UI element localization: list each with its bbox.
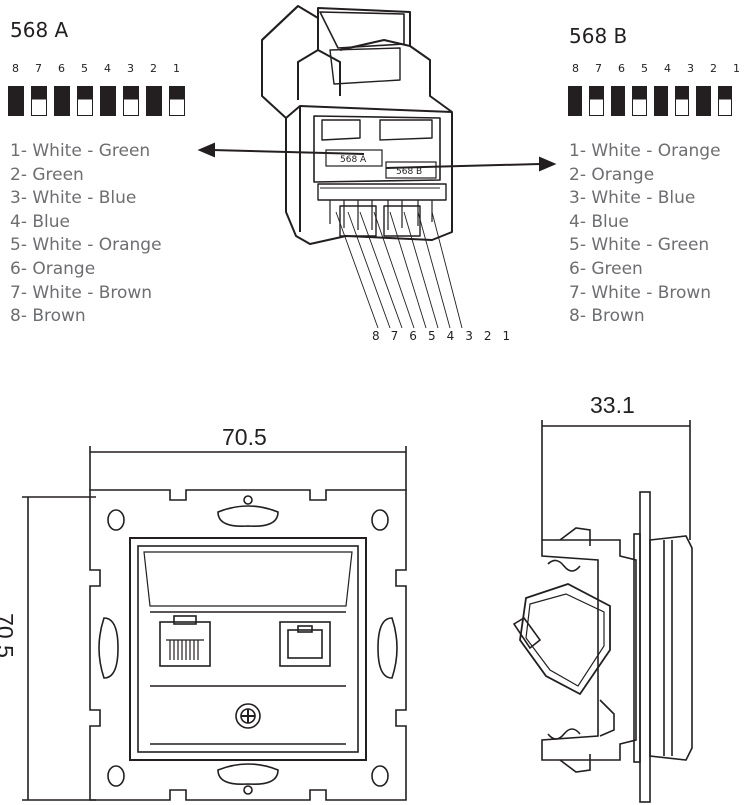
standard-b-pin-numbers: 8 7 6 5 4 3 2 1 [564,62,748,75]
wire-color-bar [31,86,47,116]
keystone-connector-drawing: 568 A 568 B 8 7 6 5 4 3 2 1 [197,5,557,343]
list-item: 5- White - Green [569,235,710,256]
pin-number: 5 [81,62,88,75]
pin-number: 2 [150,62,157,75]
list-item: 2- Orange [569,164,655,185]
list-item: 7- White - Brown [10,282,153,303]
list-item: 8- Brown [10,306,86,327]
screw-hole-icon [371,509,389,531]
dimension-front-width: 70.5 [222,424,267,450]
dimension-side-depth: 33.1 [590,392,635,418]
list-item: 6- Green [569,258,643,279]
screw-hole-icon [107,509,125,531]
list-item: 2- Green [10,164,84,185]
pin-number: 3 [127,62,134,75]
wire-color-bar [632,86,647,116]
connector-pin-numbers: 8 7 6 5 4 3 2 1 [372,329,514,343]
list-item: 4- Blue [569,211,629,232]
wire-color-bar [696,86,711,116]
list-item: 1- White - Green [10,141,151,161]
list-item: 1- White - Orange [569,141,721,161]
pin-number: 8 [572,62,579,75]
arrow-to-568a [211,149,365,155]
screw-hole-icon [371,765,389,787]
wire-color-bar [674,86,690,116]
list-item: 3- White - Blue [569,188,696,209]
socket-side-view [512,420,693,803]
screw-hole-icon [107,765,125,787]
wire-color-bar [54,86,70,116]
wire-color-bar [169,86,185,116]
wire-color-bar [589,86,604,116]
pin-number: 1 [733,62,740,75]
cover-frame [129,537,367,761]
wire-color-bar [123,86,139,116]
standard-b-wire-list: 1- White - Orange 2- Orange 3- White - B… [569,140,721,329]
pin-number: 2 [710,62,717,75]
connector-body [261,5,453,245]
wire-color-bar [610,86,626,116]
list-item: 3- White - Blue [10,188,137,209]
standard-a-title: 568 A [10,18,69,42]
left-slot [98,617,119,679]
right-slot [377,617,398,679]
arrow-head-left [197,142,215,158]
list-item: 8- Brown [569,306,645,327]
pin-number: 6 [58,62,65,75]
rj45-port-left [159,621,211,667]
wire-color-bar [568,86,583,116]
arrow-head-right [539,156,557,172]
pin-number: 4 [664,62,671,75]
rj45-port-right [279,621,331,667]
list-item: 5- White - Orange [10,235,162,256]
pin-number: 1 [173,62,180,75]
socket-front-view [22,420,693,803]
connector-label-b: 568 B [396,167,422,177]
pin-number: 8 [12,62,19,75]
connector-label-a: 568 A [340,155,367,165]
pin-number: 3 [687,62,694,75]
pin-leader-lines [335,211,463,329]
standard-b-color-bars [568,86,739,116]
standard-a-wire-list: 1- White - Green 2- Green 3- White - Blu… [10,140,162,329]
wire-color-bar [100,86,116,116]
arrow-to-568b [385,163,541,169]
wire-color-bar [717,86,732,116]
standard-b-title: 568 B [569,24,628,48]
center-screw-icon [235,703,261,729]
wire-color-bar [146,86,162,116]
pin-number: 7 [35,62,42,75]
bottom-slot [217,763,279,786]
pin-number: 7 [595,62,602,75]
list-item: 4- Blue [10,211,70,232]
pin-number: 4 [104,62,111,75]
standard-a-color-bars [8,86,192,116]
standard-a-pin-numbers: 8 7 6 5 4 3 2 1 [4,62,188,75]
wire-color-bar [653,86,668,116]
list-item: 7- White - Brown [569,282,712,303]
wire-color-bar [8,86,24,116]
list-item: 6- Orange [10,258,96,279]
pin-number: 5 [641,62,648,75]
pin-number: 6 [618,62,625,75]
top-slot [217,505,279,528]
mounting-plate [89,489,407,801]
wire-color-bar [77,86,93,116]
